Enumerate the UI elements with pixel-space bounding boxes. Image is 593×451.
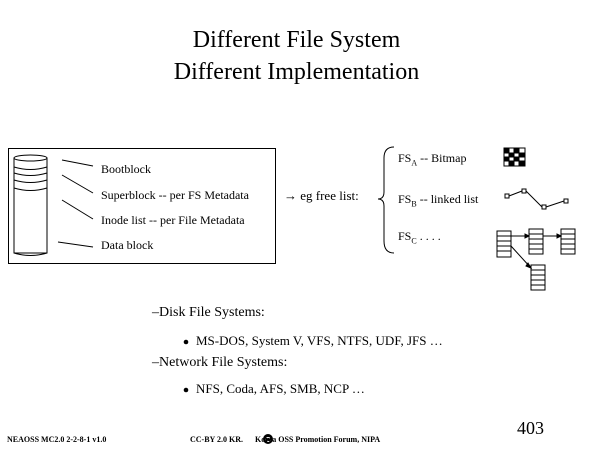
network-fs-item: NFS, Coda, AFS, SMB, NCP … [196,381,365,396]
disk-stack-icon [13,154,48,256]
title-line-2: Different Implementation [173,59,420,85]
superblock-label: Superblock -- per FS Metadata [101,188,249,202]
inode-list-label: Inode list -- per File Metadata [101,213,245,227]
page-number: 403 [517,418,544,438]
data-block-label: Data block [101,238,154,252]
svg-text:C: C [265,437,270,444]
block-2 [528,228,544,255]
block-3 [560,228,576,255]
fs-b-label: FSB -- linked list [398,192,479,209]
footer-license: CC-BY 2.0 KR.Korea OSS Promotion Forum, … [190,435,381,444]
brace-icon [377,146,395,254]
bootblock-label: Bootblock [101,162,151,176]
block-4 [530,264,546,291]
disk-fs-item: MS-DOS, System V, VFS, NTFS, UDF, JFS … [196,333,443,348]
bullet-dot [183,387,189,393]
fs-c-label: FSC . . . . [398,229,441,246]
cc-logo-icon: C [263,434,273,444]
footer-center: CC-BY 2.0 KR.Korea OSS Promotion Forum, … [190,435,380,444]
slide-title: Different File System Different Implemen… [0,24,593,88]
fs-a-label: FSA -- Bitmap [398,151,467,168]
disk-layout-box [8,148,276,264]
pointer-lines [57,159,94,248]
block-1 [496,230,512,258]
network-fs-heading: –Network File Systems: [152,355,288,370]
title-line-1: Different File System [192,27,401,53]
bullet-dot [183,339,189,345]
disk-fs-heading: –Disk File Systems: [152,305,265,320]
footer-left: NEAOSS MC2.0 2-2-8-1 v1.0 [7,435,107,444]
free-list-label: → eg free list: [284,188,359,203]
bitmap-grid-icon [503,147,526,167]
tree-blocks-icon [496,228,576,291]
linked-list-icon [504,188,569,210]
